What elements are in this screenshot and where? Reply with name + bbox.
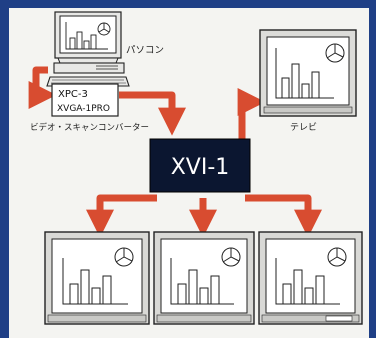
pie-chart-icon: [327, 247, 347, 267]
hub-label: XVI-1: [171, 155, 230, 180]
pie-chart-icon: [97, 22, 111, 36]
monitor-bottom-left: [44, 231, 150, 325]
converter-caption: ビデオ・スキャンコンバーター: [30, 122, 149, 133]
arrow-hub-to-tv: [237, 88, 266, 141]
arrow-hub-to-monitor-right: [245, 194, 322, 238]
converter-model-line2: XVGA-1PRO: [57, 104, 110, 114]
connection-arrows: [28, 66, 322, 238]
arrow-pc-to-converter: [28, 66, 57, 109]
pie-chart-icon: [114, 247, 134, 267]
bar-chart-icon: [275, 48, 334, 99]
tv-label: テレビ: [290, 122, 317, 133]
monitor-bottom-center: [153, 231, 255, 325]
bar-chart-icon: [65, 22, 108, 50]
xvi1-hub: XVI-1: [149, 138, 251, 193]
arrow-converter-to-hub: [119, 91, 186, 136]
converter-model-line1: XPC-3: [58, 89, 88, 100]
pc-computer: [46, 11, 130, 87]
pc-label: パソコン: [126, 45, 164, 56]
bar-chart-icon: [62, 258, 128, 305]
bar-chart-icon: [275, 258, 340, 305]
scan-converter-box: XPC-3 XVGA-1PRO: [51, 83, 119, 117]
tv-monitor: [259, 29, 357, 117]
monitor-bottom-right: [258, 231, 363, 325]
bar-chart-icon: [170, 258, 234, 305]
arrow-hub-to-monitor-left: [86, 194, 157, 238]
pie-chart-icon: [325, 43, 345, 63]
pie-chart-icon: [221, 247, 241, 267]
